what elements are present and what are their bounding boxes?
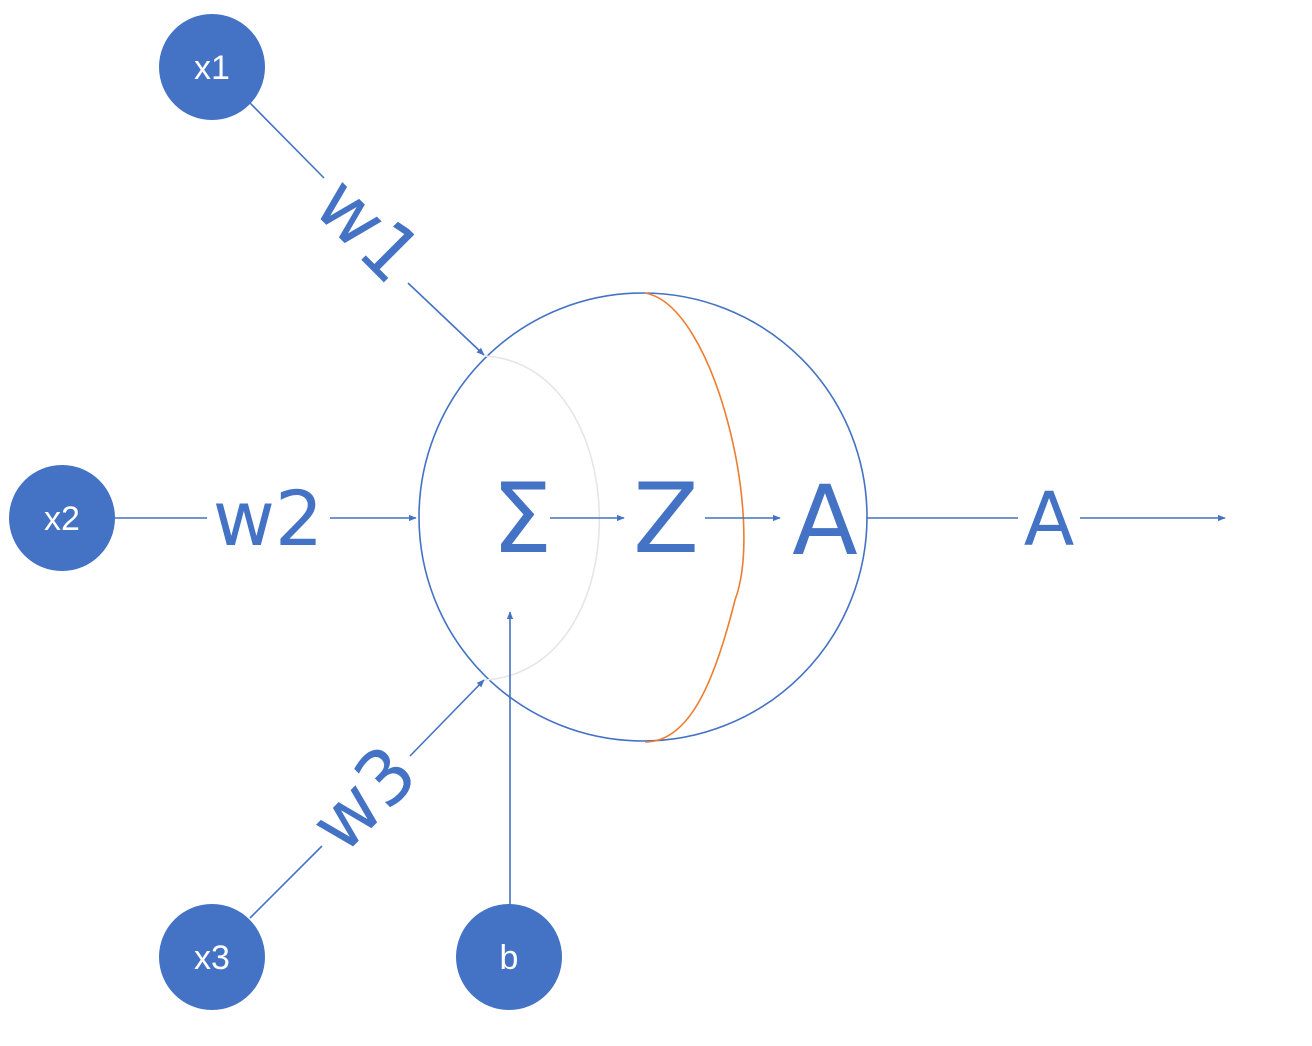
output-label: A	[1024, 477, 1075, 563]
w1-arrow	[407, 282, 485, 356]
w1-label: w1	[298, 159, 439, 300]
input-node-x1: x1	[159, 14, 265, 120]
x3-label: x3	[194, 939, 230, 977]
x2-label: x2	[44, 500, 80, 538]
activation-divider-arc	[644, 292, 745, 743]
x1-connector	[249, 102, 325, 179]
a-label: A	[792, 465, 858, 577]
z-label: Z	[633, 463, 699, 575]
w3-arrow	[409, 679, 485, 757]
x1-label: x1	[194, 49, 230, 87]
sum-symbol: Σ	[492, 463, 553, 575]
w2-label: w2	[213, 474, 324, 563]
x3-connector	[249, 845, 323, 919]
neuron-circle	[418, 292, 868, 742]
w3-label: w3	[293, 728, 434, 869]
input-node-x2: x2	[9, 465, 115, 571]
input-node-x3: x3	[159, 904, 265, 1010]
bias-label: b	[500, 939, 519, 977]
bias-node: b	[456, 904, 562, 1010]
